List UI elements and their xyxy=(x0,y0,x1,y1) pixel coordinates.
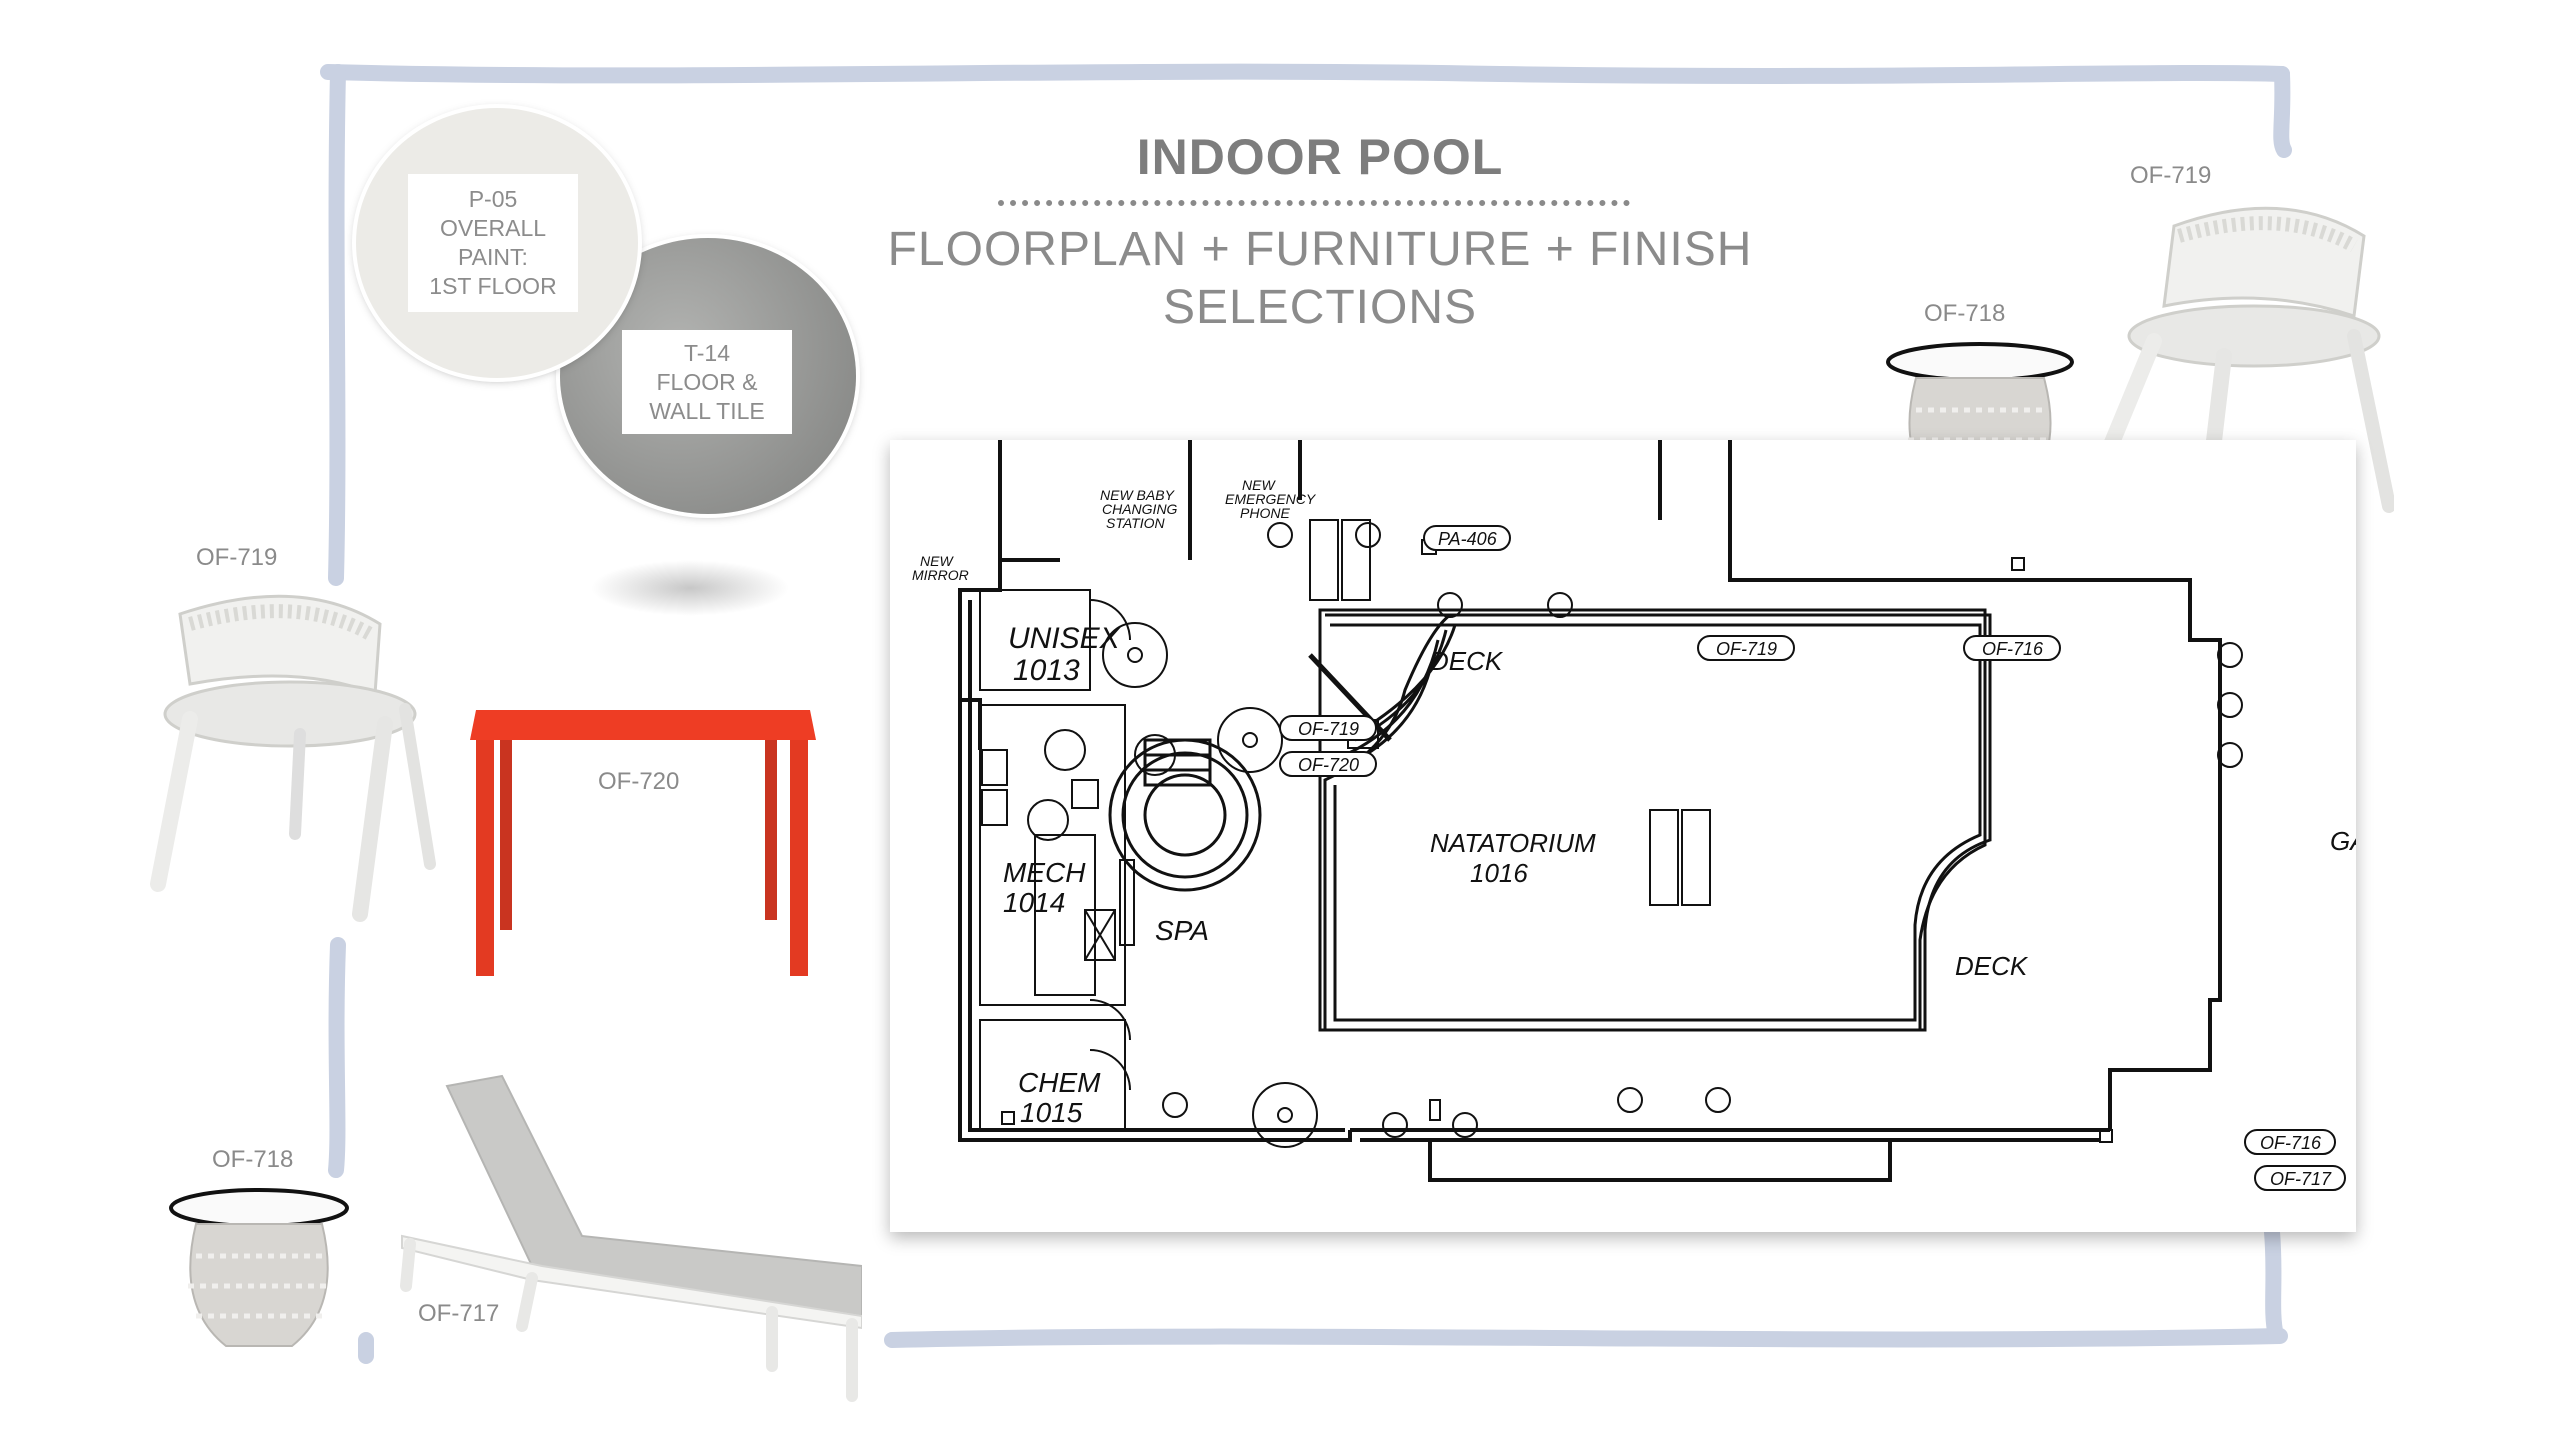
room-mech: MECH xyxy=(1003,857,1086,888)
note-mirror-1: NEW xyxy=(920,553,954,569)
paint-swatch: P-05 OVERALL PAINT: 1ST FLOOR xyxy=(356,108,638,378)
paint-code: P-05 xyxy=(468,186,518,212)
note-emergency-3: PHONE xyxy=(1240,505,1290,521)
tile-desc-1: FLOOR & xyxy=(656,368,758,395)
side-table-left-label: OF-718 xyxy=(212,1146,294,1173)
swatch-shadow xyxy=(590,560,790,616)
room-spa: SPA xyxy=(1155,915,1209,946)
room-deck-right: DECK xyxy=(1955,951,2029,981)
note-baby-3: STATION xyxy=(1106,515,1165,531)
room-unisex: UNISEX xyxy=(1008,622,1121,655)
title-divider xyxy=(998,200,1630,206)
tile-swatch-card: T-14 FLOOR & WALL TILE xyxy=(622,330,792,434)
table-red-label: OF-720 xyxy=(598,768,680,795)
room-natatorium: NATATORIUM xyxy=(1430,828,1596,858)
paint-desc-3: 1ST FLOOR xyxy=(429,273,557,299)
tile-swatch: T-14 FLOOR & WALL TILE xyxy=(560,238,856,514)
floorplan-drawing: UNISEX 1013 MECH 1014 CHEM 1015 SPA NATA… xyxy=(912,440,2368,1191)
tile-code: T-14 xyxy=(683,339,730,366)
red-table-image xyxy=(470,710,816,976)
tile-desc-2: WALL TILE xyxy=(649,397,765,424)
chair-left-label: OF-719 xyxy=(196,544,278,571)
note-emergency-1: NEW xyxy=(1242,477,1276,493)
dining-chair-image xyxy=(150,594,436,922)
lounge-chair-label: OF-717 xyxy=(418,1300,500,1327)
note-edge: GA xyxy=(2330,826,2356,856)
paint-desc-1: OVERALL xyxy=(439,215,547,241)
tag-of-716-a: OF-716 xyxy=(1982,639,2044,659)
tag-of-719-a: OF-719 xyxy=(1298,719,1359,739)
room-chem-number: 1015 xyxy=(1020,1097,1083,1128)
room-unisex-number: 1013 xyxy=(1013,654,1080,687)
tag-of-717: OF-717 xyxy=(2270,1169,2332,1189)
page-title: INDOOR POOL xyxy=(1136,129,1504,185)
side-table-right-label: OF-718 xyxy=(1924,300,2006,327)
subtitle-line-1: FLOORPLAN + FURNITURE + FINISH xyxy=(887,223,1753,276)
floorplan: UNISEX 1013 MECH 1014 CHEM 1015 SPA NATA… xyxy=(890,440,2368,1232)
tag-of-719-b: OF-719 xyxy=(1716,639,1777,659)
side-table-left-image xyxy=(169,1188,349,1347)
tag-of-716-b: OF-716 xyxy=(2260,1133,2322,1153)
lounge-chair-image xyxy=(400,1074,862,1402)
subtitle-line-2: SELECTIONS xyxy=(1162,281,1478,334)
note-baby-2: CHANGING xyxy=(1102,501,1178,517)
room-deck-top: DECK xyxy=(1430,646,1504,676)
note-emergency-2: EMERGENCY xyxy=(1225,491,1317,507)
paint-desc-2: PAINT: xyxy=(458,244,528,270)
chair-right-label: OF-719 xyxy=(2130,162,2212,189)
tag-of-720: OF-720 xyxy=(1298,755,1359,775)
room-mech-number: 1014 xyxy=(1003,887,1065,918)
tag-pa-406: PA-406 xyxy=(1438,529,1498,549)
note-mirror-2: MIRROR xyxy=(912,567,969,583)
note-baby-1: NEW BABY xyxy=(1100,487,1176,503)
paint-swatch-card: P-05 OVERALL PAINT: 1ST FLOOR xyxy=(408,174,578,312)
room-natatorium-number: 1016 xyxy=(1470,858,1528,888)
room-chem: CHEM xyxy=(1018,1067,1101,1098)
